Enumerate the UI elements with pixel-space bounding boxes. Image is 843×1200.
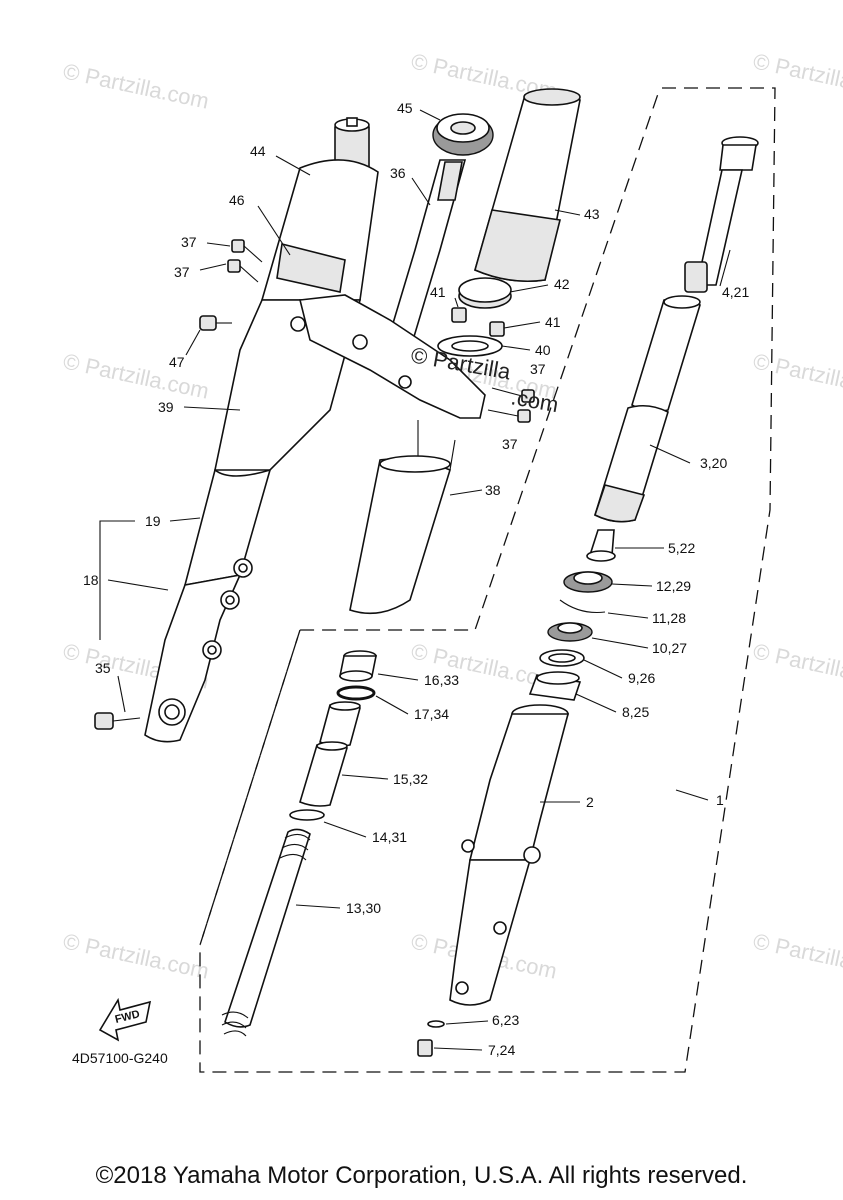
stem-36 (383, 159, 467, 351)
callout-38: 38 (485, 482, 501, 498)
clip-11-28 (559, 599, 606, 614)
upper-cover-44 (260, 117, 379, 301)
callout-2: 2 (586, 794, 594, 810)
damper-rod-4-21 (684, 136, 759, 293)
oil-seal-10-27 (547, 622, 593, 642)
diagram-code: 4D57100-G240 (72, 1050, 168, 1066)
callout-42: 42 (554, 276, 570, 292)
bushing-8-25 (528, 671, 582, 701)
watermark: © Partzilla.com (61, 348, 211, 403)
callout-36: 36 (390, 165, 406, 181)
washer-6-23 (427, 1020, 445, 1028)
callout-47: 47 (169, 354, 185, 370)
callout-10-27: 10,27 (652, 640, 687, 656)
callout-4-21: 4,21 (722, 284, 749, 300)
washer-40 (437, 335, 503, 357)
callout-13-30: 13,30 (346, 900, 381, 916)
fwd-arrow-icon: FWD (98, 997, 152, 1042)
callout-40: 40 (535, 342, 551, 358)
bolts-37 (227, 239, 535, 423)
callout-37d: 37 (502, 436, 518, 452)
watermark: © Partzilla.com (751, 348, 843, 403)
leader-lines (99, 109, 731, 1051)
callout-16-33: 16,33 (424, 672, 459, 688)
callout-19: 19 (145, 513, 161, 529)
callout-8-25: 8,25 (622, 704, 649, 720)
assembly-outline-right (199, 87, 776, 1073)
ring-nut-42 (458, 277, 512, 309)
bearing-45 (432, 113, 494, 156)
bolt-35 (94, 712, 141, 730)
callout-43: 43 (584, 206, 600, 222)
assembly-outline-inner (199, 629, 301, 946)
callout-41b: 41 (545, 314, 561, 330)
callout-9-26: 9,26 (628, 670, 655, 686)
callout-labels: 44 45 36 43 46 37 37 42 41 41 40 37 37 4… (72, 100, 749, 1066)
watermark: © Partzilla.com (751, 638, 843, 693)
watermark: © Partzilla.com (61, 58, 211, 113)
spring-13-30 (221, 828, 311, 1037)
callout-37a: 37 (181, 234, 197, 250)
watermark: © Partzilla.com (751, 928, 843, 983)
nuts-41 (451, 307, 505, 337)
callout-41a: 41 (430, 284, 446, 300)
piston-3-20 (594, 295, 701, 523)
outer-tube-2 (449, 704, 570, 1006)
callout-1: 1 (716, 792, 724, 808)
callout-17-34: 17,34 (414, 706, 449, 722)
callout-18: 18 (83, 572, 99, 588)
callout-35: 35 (95, 660, 111, 676)
watermark: © Partzilla.com (751, 48, 843, 103)
dust-seal-12-29 (563, 571, 613, 593)
washer-9-26 (539, 649, 585, 667)
bolt-7-24 (417, 1039, 433, 1057)
callout-3-20: 3,20 (700, 455, 727, 471)
under-bracket (290, 294, 486, 419)
spacer-15-32 (299, 701, 361, 807)
lower-cover-38 (349, 420, 456, 615)
copyright-notice: ©2018 Yamaha Motor Corporation, U.S.A. A… (95, 1162, 748, 1189)
cap-bolt-16-33 (339, 650, 377, 682)
cover-43 (474, 88, 581, 283)
callout-39: 39 (158, 399, 174, 415)
bolt-47 (199, 315, 232, 331)
callout-15-32: 15,32 (393, 771, 428, 787)
fwd-label: FWD (114, 1008, 141, 1026)
callout-6-23: 6,23 (492, 1012, 519, 1028)
callout-12-29: 12,29 (656, 578, 691, 594)
watermark: © Partzilla.com (61, 928, 211, 983)
callout-37b: 37 (174, 264, 190, 280)
oil-lock-5-22 (586, 529, 616, 562)
washer-14-31 (289, 809, 325, 821)
callout-7-24: 7,24 (488, 1042, 515, 1058)
callout-37c: 37 (530, 361, 546, 377)
callout-11-28: 11,28 (652, 610, 686, 626)
callout-44: 44 (250, 143, 266, 159)
callout-45: 45 (397, 100, 413, 116)
o-ring-17-34 (336, 685, 376, 701)
callout-5-22: 5,22 (668, 540, 695, 556)
callout-14-31: 14,31 (372, 829, 407, 845)
callout-46: 46 (229, 192, 245, 208)
